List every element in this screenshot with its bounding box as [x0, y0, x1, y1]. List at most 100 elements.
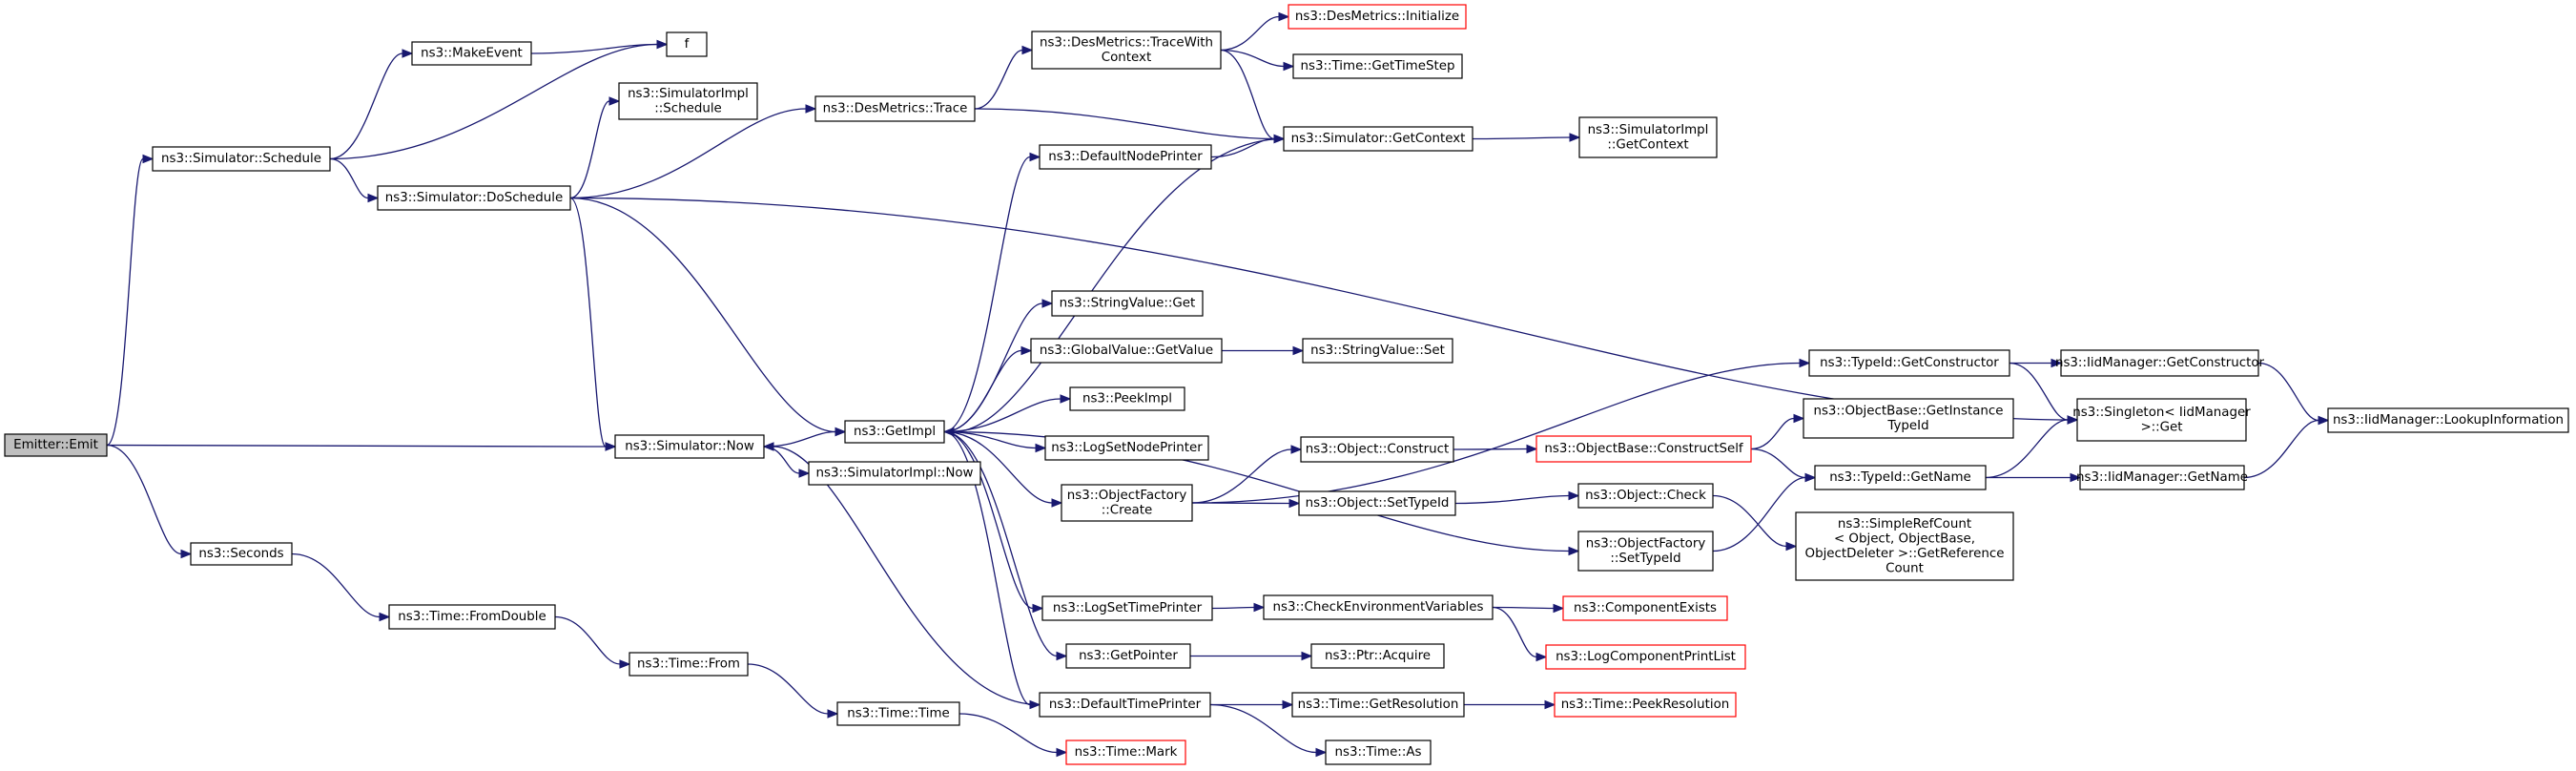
arrowhead-icon — [1785, 541, 1798, 552]
edge-line — [1492, 606, 1555, 610]
edge-doschedule-to-singletonget — [569, 197, 2079, 425]
node-box — [4, 433, 108, 457]
node-stringset[interactable]: ns3::StringValue::Set — [1302, 338, 1453, 364]
edge-line — [953, 137, 1285, 433]
edge-getimpl-to-globalgetvalue — [943, 345, 1033, 433]
node-label: ns3::Object::Check — [1585, 489, 1706, 503]
node-objfactorycreate[interactable]: ns3::ObjectFactory::Create — [1061, 484, 1193, 522]
node-label: < Object, ObjectBase, — [1834, 531, 1975, 546]
node-checkenv[interactable]: ns3::CheckEnvironmentVariables — [1263, 594, 1494, 620]
edge-line — [747, 663, 829, 715]
node-defaulttimeprinter[interactable]: ns3::DefaultTimePrinter — [1039, 692, 1211, 718]
node-label: ::GetContext — [1607, 137, 1688, 152]
edge-line — [1209, 703, 1317, 754]
node-schedule[interactable]: ns3::Simulator::Schedule — [152, 146, 331, 172]
node-stringget[interactable]: ns3::StringValue::Get — [1051, 290, 1204, 317]
arrowhead-icon — [805, 104, 817, 114]
edge-getimpl-to-logsettimeprinter — [943, 430, 1044, 614]
node-lookupinfo[interactable]: ns3::IidManager::LookupInformation — [2327, 407, 2569, 433]
node-timefrom[interactable]: ns3::Time::From — [629, 652, 749, 677]
node-box — [377, 185, 571, 211]
node-iidgetconstructor[interactable]: ns3::IidManager::GetConstructor — [2055, 349, 2265, 377]
node-getresolution[interactable]: ns3::Time::GetResolution — [1291, 692, 1465, 718]
node-label: ns3::GlobalValue::GetValue — [1040, 344, 1213, 358]
node-gettimestep[interactable]: ns3::Time::GetTimeStep — [1292, 53, 1463, 79]
node-box — [2076, 398, 2247, 442]
node-doschedule[interactable]: ns3::Simulator::DoSchedule — [377, 185, 571, 211]
node-timeas[interactable]: ns3::Time::As — [1325, 740, 1432, 765]
node-box — [1065, 740, 1186, 765]
node-globalgetvalue[interactable]: ns3::GlobalValue::GetValue — [1030, 338, 1223, 364]
edge-seconds-to-fromdouble — [291, 552, 391, 622]
node-desinit[interactable]: ns3::DesMetrics::Initialize — [1288, 4, 1467, 30]
edge-line — [974, 49, 1023, 110]
node-seconds[interactable]: ns3::Seconds — [190, 542, 293, 566]
node-destrace[interactable]: ns3::DesMetrics::Trace — [814, 95, 976, 122]
node-objconstruct[interactable]: ns3::Object::Construct — [1300, 436, 1454, 463]
node-fromdouble[interactable]: ns3::Time::FromDouble — [388, 604, 556, 630]
node-box — [1300, 436, 1454, 463]
edge-line — [943, 302, 1043, 433]
node-label: ns3::IidManager::GetName — [2076, 470, 2248, 485]
edge-line — [106, 157, 144, 447]
node-label: ObjectDeleter >::GetReference — [1805, 547, 2005, 561]
node-typeidgetconstructor[interactable]: ns3::TypeId::GetConstructor — [1808, 349, 2010, 377]
node-label: ns3::SimulatorImpl::Now — [815, 467, 973, 481]
arrowhead-icon — [1283, 61, 1295, 72]
node-getcontext[interactable]: ns3::Simulator::GetContext — [1283, 126, 1473, 152]
edge-typeidgetname-to-singletonget — [1985, 415, 2079, 479]
node-box — [614, 434, 765, 459]
arrowhead-icon — [1292, 345, 1305, 356]
node-timemark[interactable]: ns3::Time::Mark — [1065, 740, 1186, 765]
arrowhead-icon — [2067, 415, 2079, 425]
node-box — [1554, 692, 1737, 718]
node-label: ns3::SimulatorImpl — [628, 87, 749, 101]
node-label: ns3::StringValue::Set — [1310, 344, 1445, 358]
node-peekresolution[interactable]: ns3::Time::PeekResolution — [1554, 692, 1737, 718]
node-logcomponentprintlist[interactable]: ns3::LogComponentPrintList — [1545, 644, 1746, 670]
node-box — [2327, 407, 2569, 433]
node-label: ns3::LogComponentPrintList — [1556, 650, 1736, 664]
node-simplerefcount[interactable]: ns3::SimpleRefCount< Object, ObjectBase,… — [1795, 511, 2014, 581]
edge-now-to-getimpl — [763, 427, 847, 448]
edge-line — [1750, 417, 1795, 450]
edge-getresolution-to-peekresolution — [1463, 699, 1556, 710]
node-logsettimeprinter[interactable]: ns3::LogSetTimePrinter — [1041, 595, 1213, 621]
node-singletonget[interactable]: ns3::Singleton< IidManager >::Get — [2072, 398, 2251, 442]
node-constructself[interactable]: ns3::ObjectBase::ConstructSelf — [1535, 435, 1752, 463]
node-makeevent[interactable]: ns3::MakeEvent — [411, 41, 532, 66]
arrowhead-icon — [1526, 444, 1538, 454]
arrowhead-icon — [1029, 152, 1041, 162]
node-box — [1577, 483, 1714, 509]
arrowhead-icon — [835, 427, 847, 437]
node-logsetnodeprinter[interactable]: ns3::LogSetNodePrinter — [1044, 435, 1209, 461]
node-implschedule[interactable]: ns3::SimulatorImpl::Schedule — [618, 82, 758, 120]
node-componentexists[interactable]: ns3::ComponentExists — [1562, 595, 1728, 621]
edge-line — [1191, 448, 1292, 504]
node-implnow[interactable]: ns3::SimulatorImpl::Now — [808, 461, 981, 486]
node-factorysettypeid[interactable]: ns3::ObjectFactory::SetTypeId — [1577, 531, 1714, 572]
edge-line — [554, 615, 621, 665]
node-typeidgetname[interactable]: ns3::TypeId::GetName — [1814, 465, 1987, 490]
node-iidgetname[interactable]: ns3::IidManager::GetName — [2076, 465, 2248, 490]
node-f[interactable]: f — [666, 31, 708, 57]
node-getpointer[interactable]: ns3::GetPointer — [1065, 643, 1191, 669]
edge-objconstruct-to-constructself — [1453, 444, 1538, 454]
node-objcheck[interactable]: ns3::Object::Check — [1577, 483, 1714, 509]
arrowhead-icon — [1035, 443, 1047, 453]
node-getimpl[interactable]: ns3::GetImpl — [844, 420, 945, 444]
node-peekimpl[interactable]: ns3::PeekImpl — [1069, 386, 1185, 411]
node-box — [1039, 144, 1212, 170]
edge-getcontext-to-implgetcontext — [1472, 133, 1581, 142]
node-objsettypeid[interactable]: ns3::Object::SetTypeId — [1298, 490, 1456, 516]
node-ptracquire[interactable]: ns3::Ptr::Acquire — [1310, 643, 1445, 669]
arrowhead-icon — [1060, 394, 1072, 404]
node-timetime[interactable]: ns3::Time::Time — [836, 701, 960, 726]
node-implgetcontext[interactable]: ns3::SimulatorImpl::GetContext — [1578, 116, 1718, 158]
edge-line — [943, 430, 1031, 706]
node-now[interactable]: ns3::Simulator::Now — [614, 434, 765, 459]
arrowhead-icon — [1273, 134, 1286, 144]
node-defaultnodeprinter[interactable]: ns3::DefaultNodePrinter — [1039, 144, 1212, 170]
